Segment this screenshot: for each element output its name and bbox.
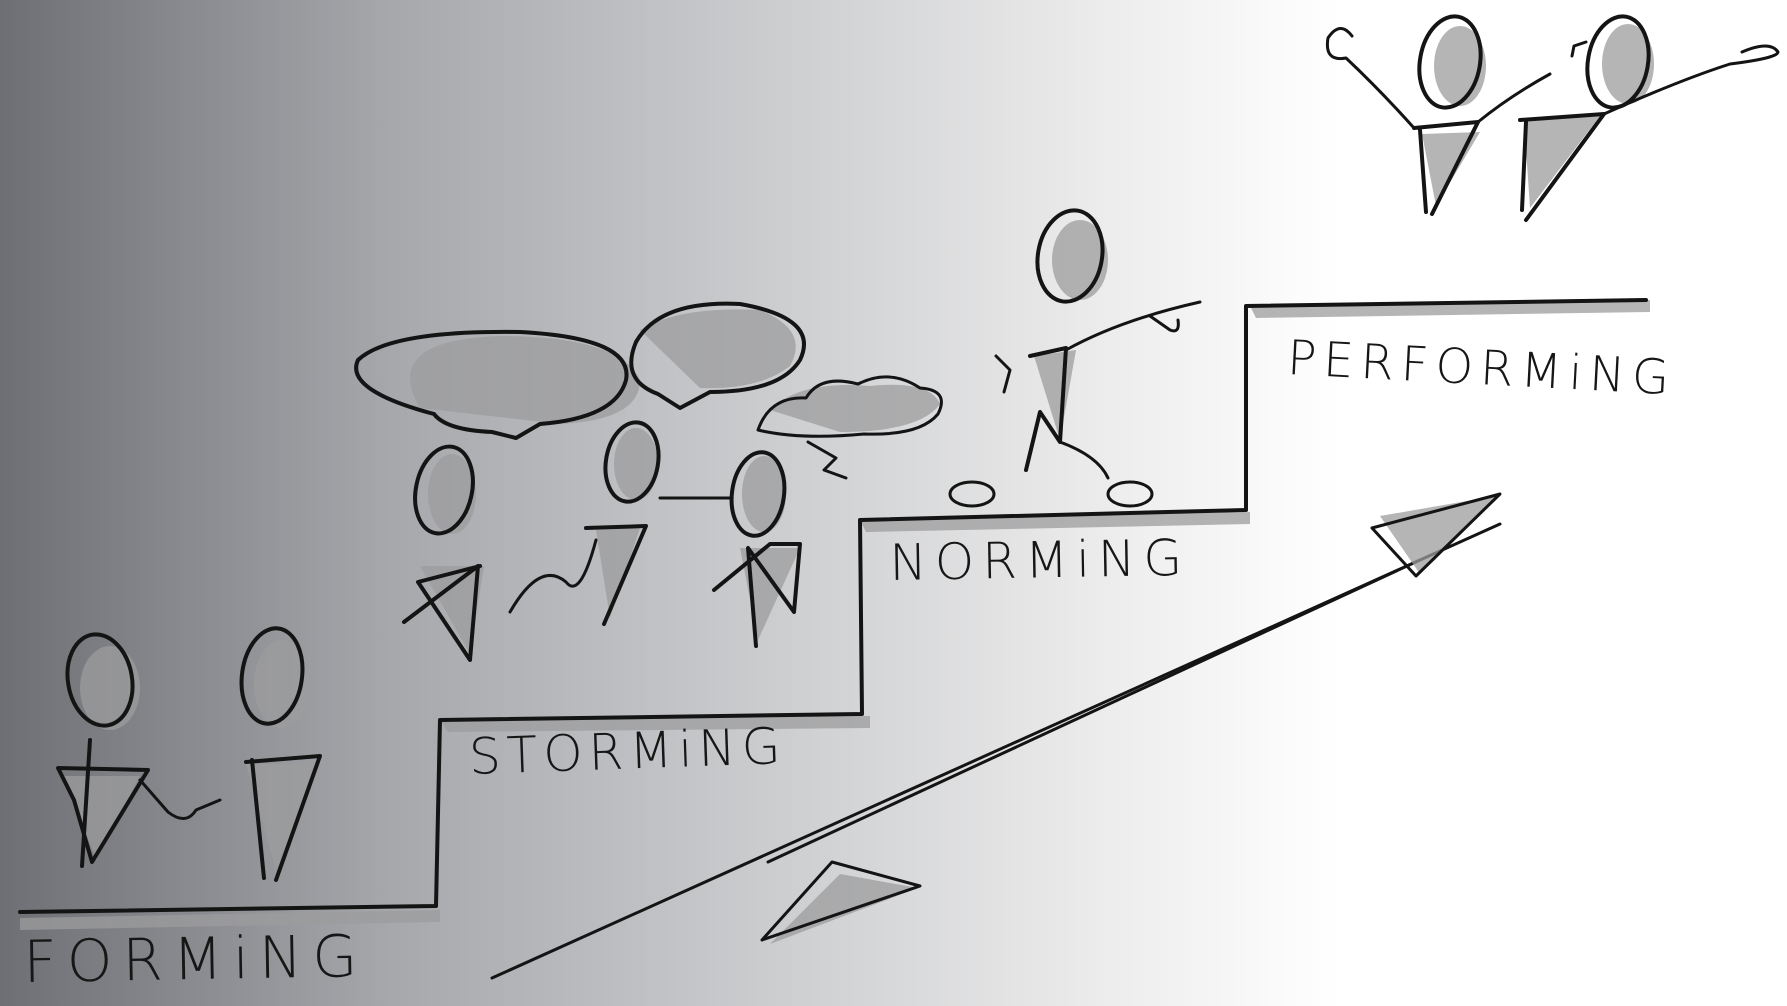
performing-figures	[1327, 11, 1778, 220]
stage-label-forming: FORMiNG	[23, 922, 368, 996]
forming-figures	[58, 624, 320, 880]
storming-figures	[356, 304, 941, 660]
stage-label-storming: STORMiNG	[468, 717, 787, 786]
norming-figure	[950, 205, 1200, 506]
stage-label-norming: NORMiNG	[889, 529, 1191, 592]
